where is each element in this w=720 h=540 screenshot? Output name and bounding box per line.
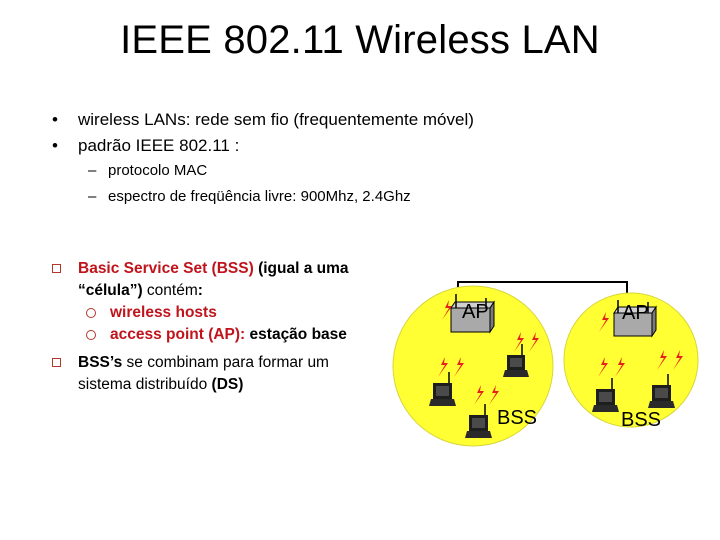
hosts-term: wireless hosts [110,304,217,321]
lightning-icon [657,350,667,370]
access-point-icon [613,300,657,338]
bullet-list: • wireless LANs: rede sem fio (frequente… [50,108,710,212]
bss-cell-right: AP BSS [563,292,699,431]
contains-colon: : [197,282,203,299]
lightning-icon [598,357,608,377]
laptop-icon [503,344,529,377]
laptop-icon [648,374,675,408]
ap-note: estação base [245,326,347,343]
sub-bullet-item: – espectro de freqüência livre: 900Mhz, … [50,186,710,212]
bss-item-hosts: wireless hosts [50,302,380,324]
access-point-icon [450,294,495,334]
ap-label: AP [622,302,649,324]
bss-label: BSS [621,409,661,431]
ds-definition: BSS’s se combinam para formar um sistema… [50,352,380,396]
lightning-icon [489,385,499,405]
laptop-icon [465,404,492,438]
checkbox-bullet-icon [52,264,61,273]
lightning-icon [474,385,484,405]
bss-plural-term: BSS’s [78,354,123,371]
lightning-icon [673,350,683,370]
bullet-marker: • [52,136,58,155]
bss-label: BSS [497,407,537,429]
sub-bullet-text: espectro de freqüência livre: 900Mhz, 2.… [108,188,411,205]
contains-text: contém [142,282,198,299]
bss-note: (igual a uma [253,260,349,277]
lightning-icon [615,357,625,377]
laptop-icon [429,372,456,406]
slide-title: IEEE 802.11 Wireless LAN [120,18,600,62]
sub-bullet-marker: – [88,162,97,179]
sub-bullet-marker: – [88,188,97,205]
lightning-icon [514,332,524,352]
checkbox-bullet-icon [52,358,61,367]
laptop-icon [592,378,619,412]
bullet-text: padrão IEEE 802.11 : [78,136,240,155]
lightning-icon [442,300,452,320]
lightning-icon [529,332,539,352]
ring-bullet-icon [86,308,96,318]
ring-bullet-icon [86,330,96,340]
ap-term: access point (AP): [110,326,246,343]
bullet-marker: • [52,110,58,129]
bullet-item: • wireless LANs: rede sem fio (frequente… [50,108,710,134]
combine-text: se combinam para formar um [122,354,329,371]
bullet-text: wireless LANs: rede sem fio (frequenteme… [78,110,474,129]
bss-cell-left: AP BSS [392,285,554,447]
ds-text: sistema distribuído [78,376,212,393]
sub-bullet-item: – protocolo MAC [50,160,710,186]
bullet-item: • padrão IEEE 802.11 : [50,134,710,160]
ds-term: (DS) [211,376,244,393]
bss-definition: Basic Service Set (BSS) (igual a uma “cé… [50,258,380,302]
bss-item-ap: access point (AP): estação base [50,324,380,346]
cell-term: “célula”) [78,282,143,299]
bss-term: Basic Service Set (BSS) [78,260,254,277]
lightning-icon [454,357,464,377]
sub-bullet-text: protocolo MAC [108,162,208,179]
lightning-icon [599,312,609,332]
ap-label: AP [462,301,489,323]
bss-description: Basic Service Set (BSS) (igual a uma “cé… [50,258,380,396]
lightning-icon [438,357,448,377]
